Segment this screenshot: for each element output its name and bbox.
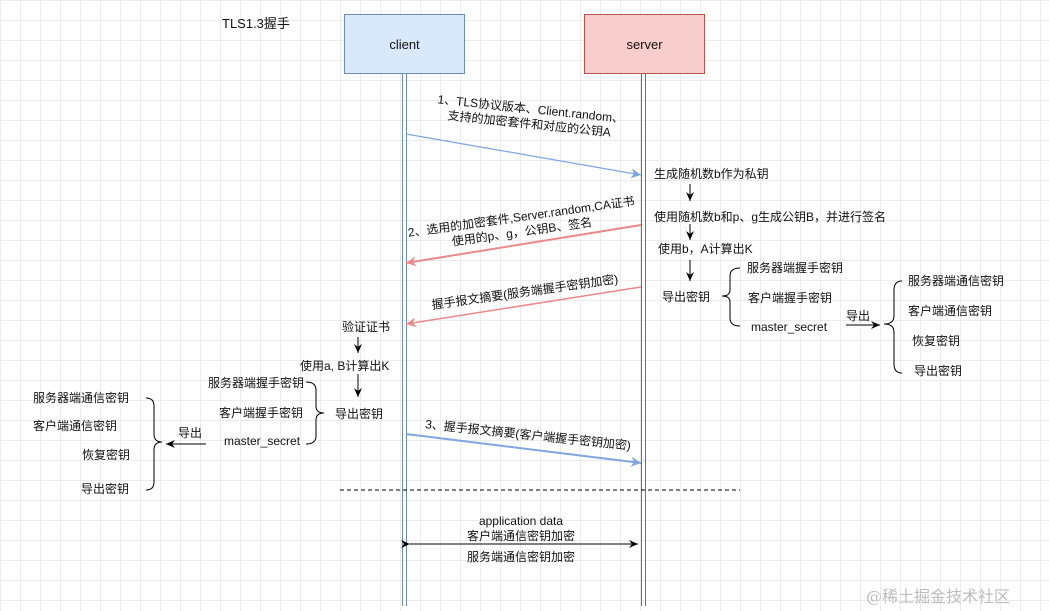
client-derived-0: 服务器端通信密钥 [33, 391, 130, 405]
client-key-2: master_secret [224, 434, 301, 448]
app-data-line1: application data [478, 514, 564, 528]
server-key-1: 客户端握手密钥 [748, 291, 833, 305]
client-participant: client [344, 14, 465, 74]
brace-server-keys [721, 267, 741, 327]
client-key-0: 服务器端握手密钥 [208, 376, 305, 390]
server-participant: server [584, 14, 705, 74]
client-label: client [389, 36, 420, 52]
brace-client-derived [145, 397, 163, 491]
app-data-label: application data 客户端通信密钥加密 [446, 514, 596, 544]
client-export-keys: 导出密钥 [335, 407, 384, 421]
server-key-2: master_secret [751, 320, 828, 334]
brace-server-derived [883, 280, 903, 374]
server-export-keys: 导出密钥 [662, 290, 711, 304]
app-data-line2: 客户端通信密钥加密 [466, 529, 575, 543]
server-label: server [626, 36, 663, 52]
client-derived-3: 导出密钥 [81, 482, 130, 496]
client-derived-1: 客户端通信密钥 [33, 419, 118, 433]
server-derived-1: 客户端通信密钥 [908, 304, 993, 318]
client-key-1: 客户端握手密钥 [219, 406, 304, 420]
arrow-msg3 [405, 433, 642, 467]
server-derived-3: 导出密钥 [914, 364, 963, 378]
arrow-msg2 [405, 224, 642, 267]
diagram-title: TLS1.3握手 [222, 16, 290, 31]
app-data-line3: 服务端通信密钥加密 [466, 550, 575, 564]
server-derived-2: 恢复密钥 [912, 334, 961, 348]
arrow-server-digest [405, 286, 642, 328]
client-export-label: 导出 [178, 426, 203, 440]
server-export-label: 导出 [846, 309, 871, 323]
client-derived-2: 恢复密钥 [82, 448, 131, 462]
watermark: @稀土掘金技术社区 [866, 587, 1011, 606]
client-step1: 验证证书 [342, 320, 391, 334]
server-key-0: 服务器端握手密钥 [747, 261, 844, 275]
server-lifeline [641, 74, 646, 606]
arrow-msg1 [405, 133, 642, 179]
server-step2: 使用随机数b和p、g生成公钥B，并进行签名 [654, 210, 887, 224]
server-step3: 使用b，A计算出K [658, 242, 753, 256]
client-step2: 使用a, B计算出K [300, 359, 390, 373]
server-derived-0: 服务器端通信密钥 [908, 274, 1005, 288]
server-step1: 生成随机数b作为私钥 [654, 167, 769, 181]
client-lifeline [402, 74, 407, 606]
brace-client-keys [305, 381, 325, 445]
